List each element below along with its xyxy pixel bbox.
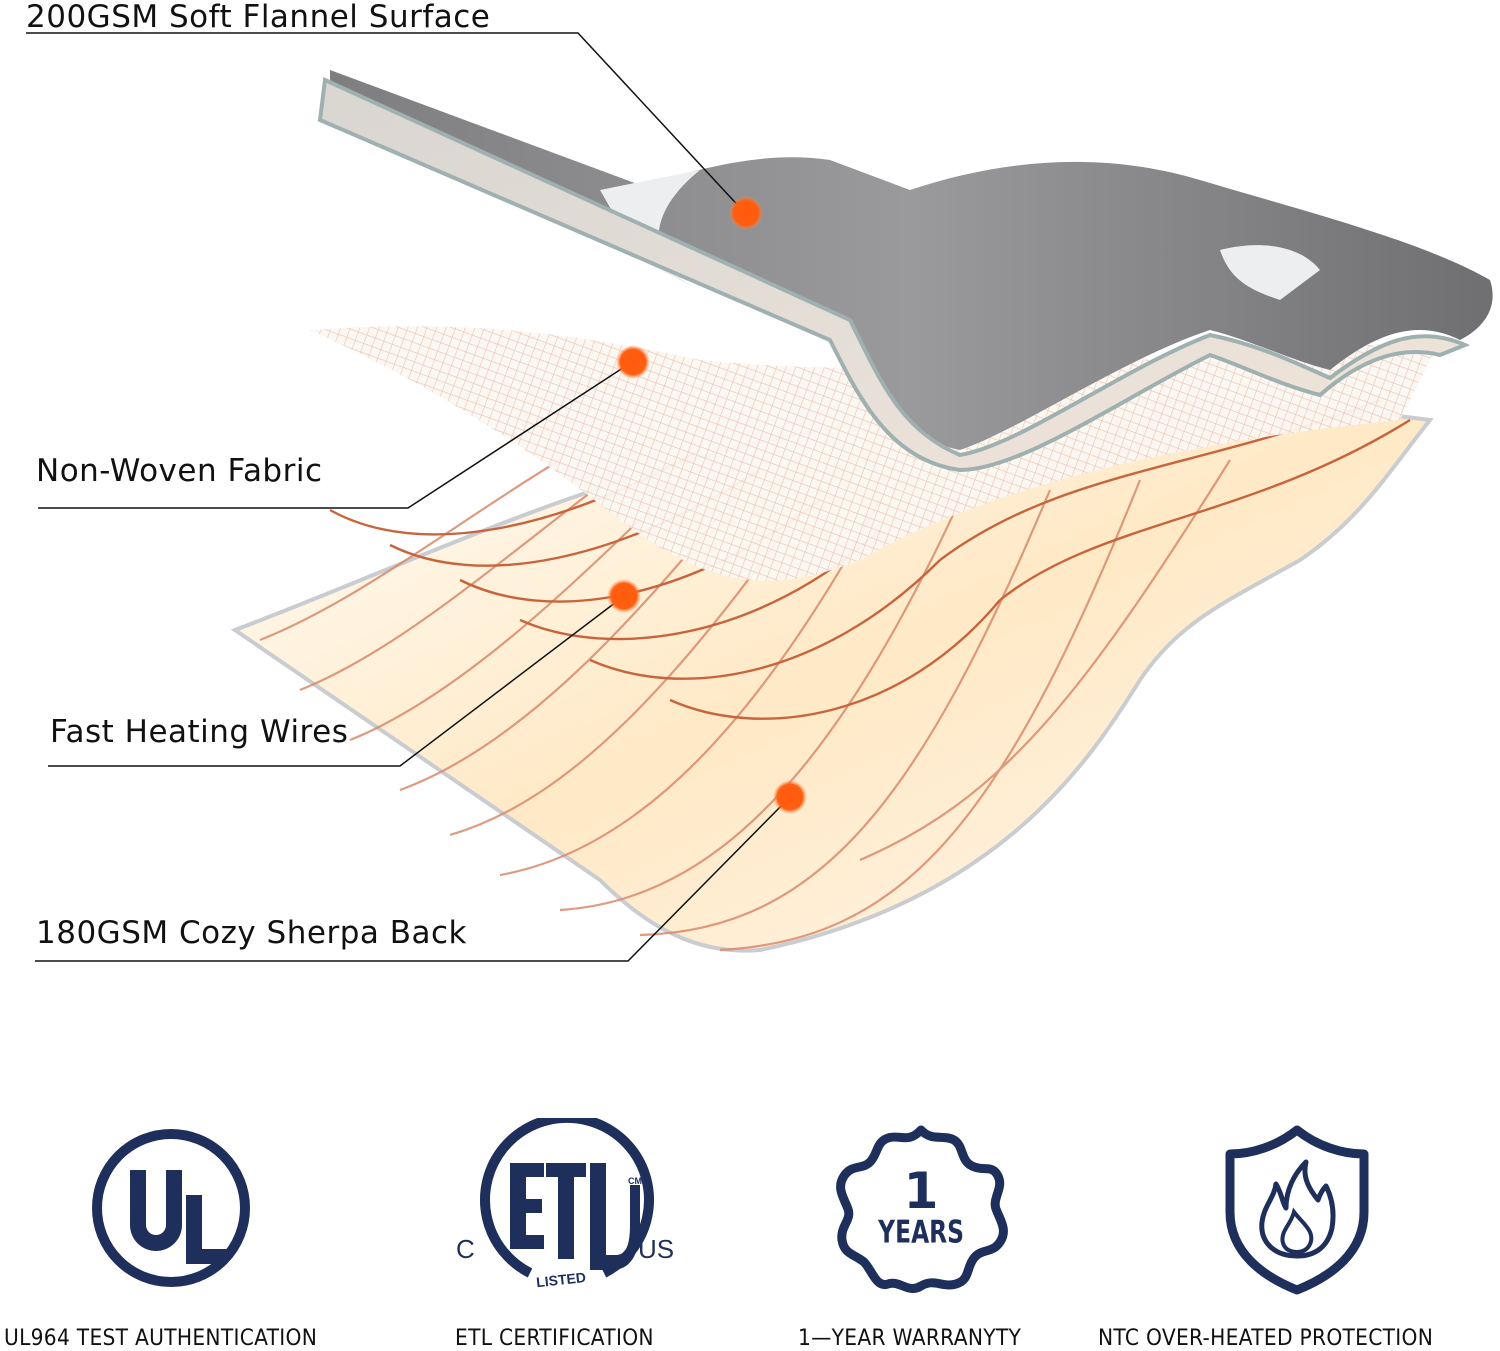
etl-logo-icon: CM C US LISTED xyxy=(456,1118,674,1290)
svg-text:CM: CM xyxy=(628,1176,642,1186)
marker-nonwoven-dot xyxy=(616,345,650,379)
marker-sherpa-dot xyxy=(773,780,807,814)
svg-text:US: US xyxy=(638,1234,674,1264)
shield-flame-icon xyxy=(1225,1125,1369,1295)
label-flannel-surface: 200GSM Soft Flannel Surface xyxy=(26,0,491,35)
svg-text:YEARS: YEARS xyxy=(877,1213,964,1250)
marker-flannel-dot xyxy=(729,196,763,230)
ntc-caption: NTC OVER-HEATED PROTECTION xyxy=(1098,1326,1434,1351)
svg-text:C: C xyxy=(456,1234,475,1264)
heating-pad-layers-illustration xyxy=(26,32,1493,962)
warranty-badge: 1 YEARS xyxy=(832,1120,1010,1298)
ul-caption: UL964 TEST AUTHENTICATION xyxy=(4,1326,318,1351)
warranty-seal-icon: 1 YEARS xyxy=(836,1125,1008,1293)
non-woven-fabric-layer xyxy=(310,326,1440,581)
label-sherpa-back: 180GSM Cozy Sherpa Back xyxy=(36,915,467,951)
label-non-woven-fabric: Non-Woven Fabric xyxy=(36,453,323,489)
ntc-badge xyxy=(1222,1124,1372,1296)
svg-text:LISTED: LISTED xyxy=(535,1269,586,1290)
label-fast-heating-wires: Fast Heating Wires xyxy=(50,714,349,750)
warranty-caption: 1—YEAR WARRANYTY xyxy=(798,1326,1022,1351)
leader-lines xyxy=(26,32,791,962)
ul-badge xyxy=(88,1125,254,1291)
ul-logo-icon xyxy=(92,1129,250,1287)
etl-caption: ETL CERTIFICATION xyxy=(455,1326,654,1351)
flannel-surface-layer xyxy=(317,70,1493,473)
etl-badge: CM C US LISTED xyxy=(452,1118,682,1290)
svg-text:1: 1 xyxy=(904,1162,939,1220)
marker-wires-dot xyxy=(607,579,641,613)
